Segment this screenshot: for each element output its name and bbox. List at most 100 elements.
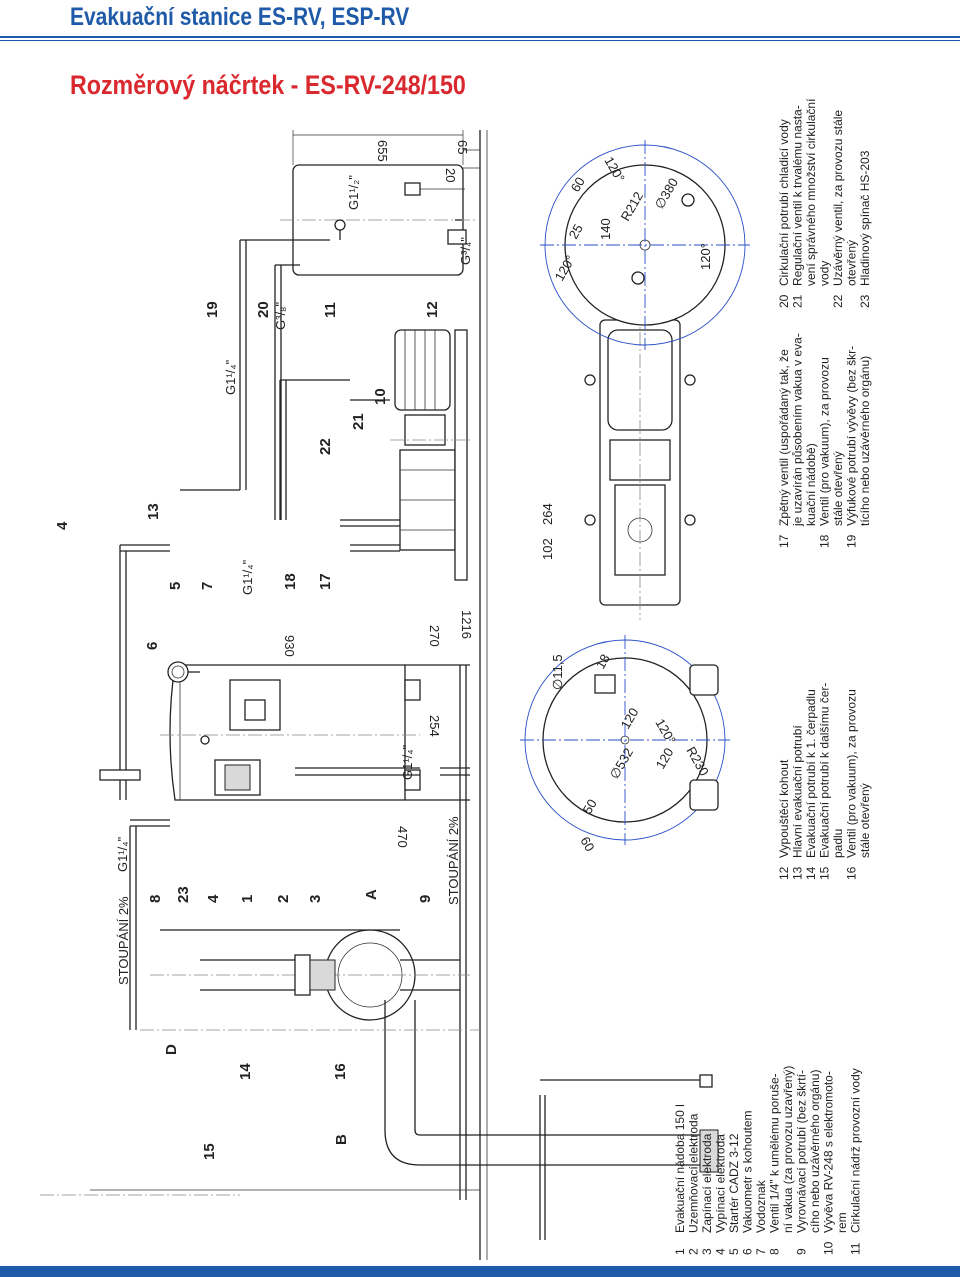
callout-22: 22 <box>317 438 334 455</box>
tank-plan-view <box>540 140 750 350</box>
legend-text: Cirkulační potrubí chladicí vody <box>777 119 791 286</box>
callout-numbers: 1 2 3 4 5 6 7 8 9 10 11 12 13 14 15 16 1… <box>54 301 441 1160</box>
callout-9: 9 <box>417 895 434 903</box>
dim-50: 50 <box>580 796 600 816</box>
legend-number: 5 <box>727 1248 741 1255</box>
wall-line <box>479 130 488 1260</box>
legend-text: Zapínací elektroda <box>700 1133 714 1233</box>
pump-base-plan <box>584 310 696 620</box>
legend-text: Vypouštěcí kohout <box>777 759 791 858</box>
thread-g112: G1¹/₂" <box>346 175 361 210</box>
pipe-system-lower <box>40 929 719 1240</box>
legend-number: 1 <box>673 1248 687 1255</box>
callout-1: 1 <box>239 895 256 903</box>
legend-number: 6 <box>741 1248 755 1255</box>
legend-text: Hlavní evakuační potrubí <box>791 725 805 858</box>
dim-655: 655 <box>375 140 390 162</box>
letter-b: B <box>333 1134 350 1145</box>
legend-text: ní vakua (za provozu uzavřený) <box>781 1066 795 1233</box>
dim-20: 20 <box>443 168 458 182</box>
legend-number: 21 <box>791 294 805 308</box>
callout-21: 21 <box>350 413 367 430</box>
legend-text: Vývěva RV-248 s elektromoto- <box>822 1071 836 1233</box>
legend-text: Uzemňovací elektroda <box>687 1113 701 1233</box>
thread-g38: G³/₈" <box>273 302 288 330</box>
callout-18: 18 <box>282 573 299 590</box>
dim-60-a: 60 <box>577 834 597 854</box>
pipe-lines-upper <box>119 239 400 1030</box>
callout-15: 15 <box>201 1143 218 1160</box>
dim-470: 470 <box>395 826 410 848</box>
dim-65: 65 <box>455 140 470 154</box>
legend-number: 8 <box>768 1248 782 1255</box>
callout-19: 19 <box>204 301 221 318</box>
dim-25: 25 <box>566 221 586 241</box>
callout-4-pipe: 4 <box>54 521 71 530</box>
callout-10: 10 <box>372 388 389 405</box>
legend-text: vení správného množství cirkulační <box>804 98 818 286</box>
legend-text: kuační nádobě) <box>804 443 818 526</box>
legend-number: 7 <box>754 1248 768 1255</box>
callout-8: 8 <box>147 895 164 903</box>
thread-g114-mid: G1¹/₄" <box>240 559 255 595</box>
legend-number: 14 <box>804 866 818 880</box>
dim-1216: 1216 <box>459 610 474 639</box>
legend-text: Uzávěrný ventil, za provozu stále <box>831 110 845 286</box>
header-rule <box>0 36 960 38</box>
legend-number: 13 <box>791 866 805 880</box>
callout-7: 7 <box>199 582 216 590</box>
legend-number: 22 <box>831 294 845 308</box>
vacuum-pump-assembly <box>279 329 470 581</box>
legend-number: 3 <box>700 1248 714 1255</box>
legend-text: Evakuační potrubí k dalšímu čer- <box>818 683 832 858</box>
legend-text: padlu <box>831 829 845 858</box>
dim-930: 930 <box>282 635 297 657</box>
legend-number: 19 <box>845 534 859 548</box>
letter-d: D <box>163 1044 180 1055</box>
legend-text: Vodoznak <box>754 1179 768 1233</box>
callout-14: 14 <box>237 1063 254 1080</box>
legend-text: Startér CADZ 3-12 <box>727 1133 741 1233</box>
dim-11-5: ∅11,5 <box>550 654 565 690</box>
dim-120-f: 120° <box>698 243 713 270</box>
legend-text: otevřený <box>845 240 859 286</box>
callout-11: 11 <box>322 302 339 318</box>
slope-lower: STOUPÁNÍ 2% <box>446 816 461 905</box>
callout-16: 16 <box>332 1063 349 1080</box>
slope-upper: STOUPÁNÍ 2% <box>116 896 131 985</box>
legend-text: Ventil (pro vakuum), za provozu <box>818 357 832 526</box>
thread-g114-top: G1¹/₄" <box>223 359 238 395</box>
callout-2: 2 <box>275 895 292 903</box>
legend-number: 2 <box>687 1248 701 1255</box>
legend-text: stále otevřený <box>831 451 845 526</box>
dim-140: 140 <box>598 218 613 240</box>
callout-6: 6 <box>144 642 161 650</box>
legend-number: 20 <box>777 294 791 308</box>
legend-text: vody <box>818 261 832 286</box>
legend-number: 18 <box>818 534 832 548</box>
legend-text: Ventil (pro vakuum), za provozu <box>845 689 859 858</box>
callout-12: 12 <box>424 301 441 318</box>
legend-text: je uzavírán působením vakua v eva- <box>791 333 805 527</box>
callout-20: 20 <box>255 301 272 318</box>
vessel-flange-view <box>520 635 730 845</box>
legend-text: Zpětný ventil (uspořádaný tak, že <box>777 349 791 526</box>
legend-number: 17 <box>777 534 791 548</box>
legend-number: 16 <box>845 866 859 880</box>
legend-text: stále otevřený <box>858 783 872 858</box>
slope-labels: STOUPÁNÍ 2% STOUPÁNÍ 2% <box>116 816 461 985</box>
legend-text: tícího nebo uzávěrného orgánu) <box>858 356 872 526</box>
legend-text: Výfukové potrubí vývěvy (bez škr- <box>845 346 859 526</box>
legend-number: 23 <box>858 294 872 308</box>
legend-number: 4 <box>714 1248 728 1255</box>
dim-254: 254 <box>427 715 442 737</box>
drawing-title: Rozměrový náčrtek - ES-RV-248/150 <box>70 70 466 100</box>
callout-17: 17 <box>317 573 334 590</box>
legend-text: Hladinový spínač HS-203 <box>858 150 872 286</box>
callout-5: 5 <box>167 582 184 590</box>
thread-g114-left: G1¹/₄" <box>115 836 130 872</box>
